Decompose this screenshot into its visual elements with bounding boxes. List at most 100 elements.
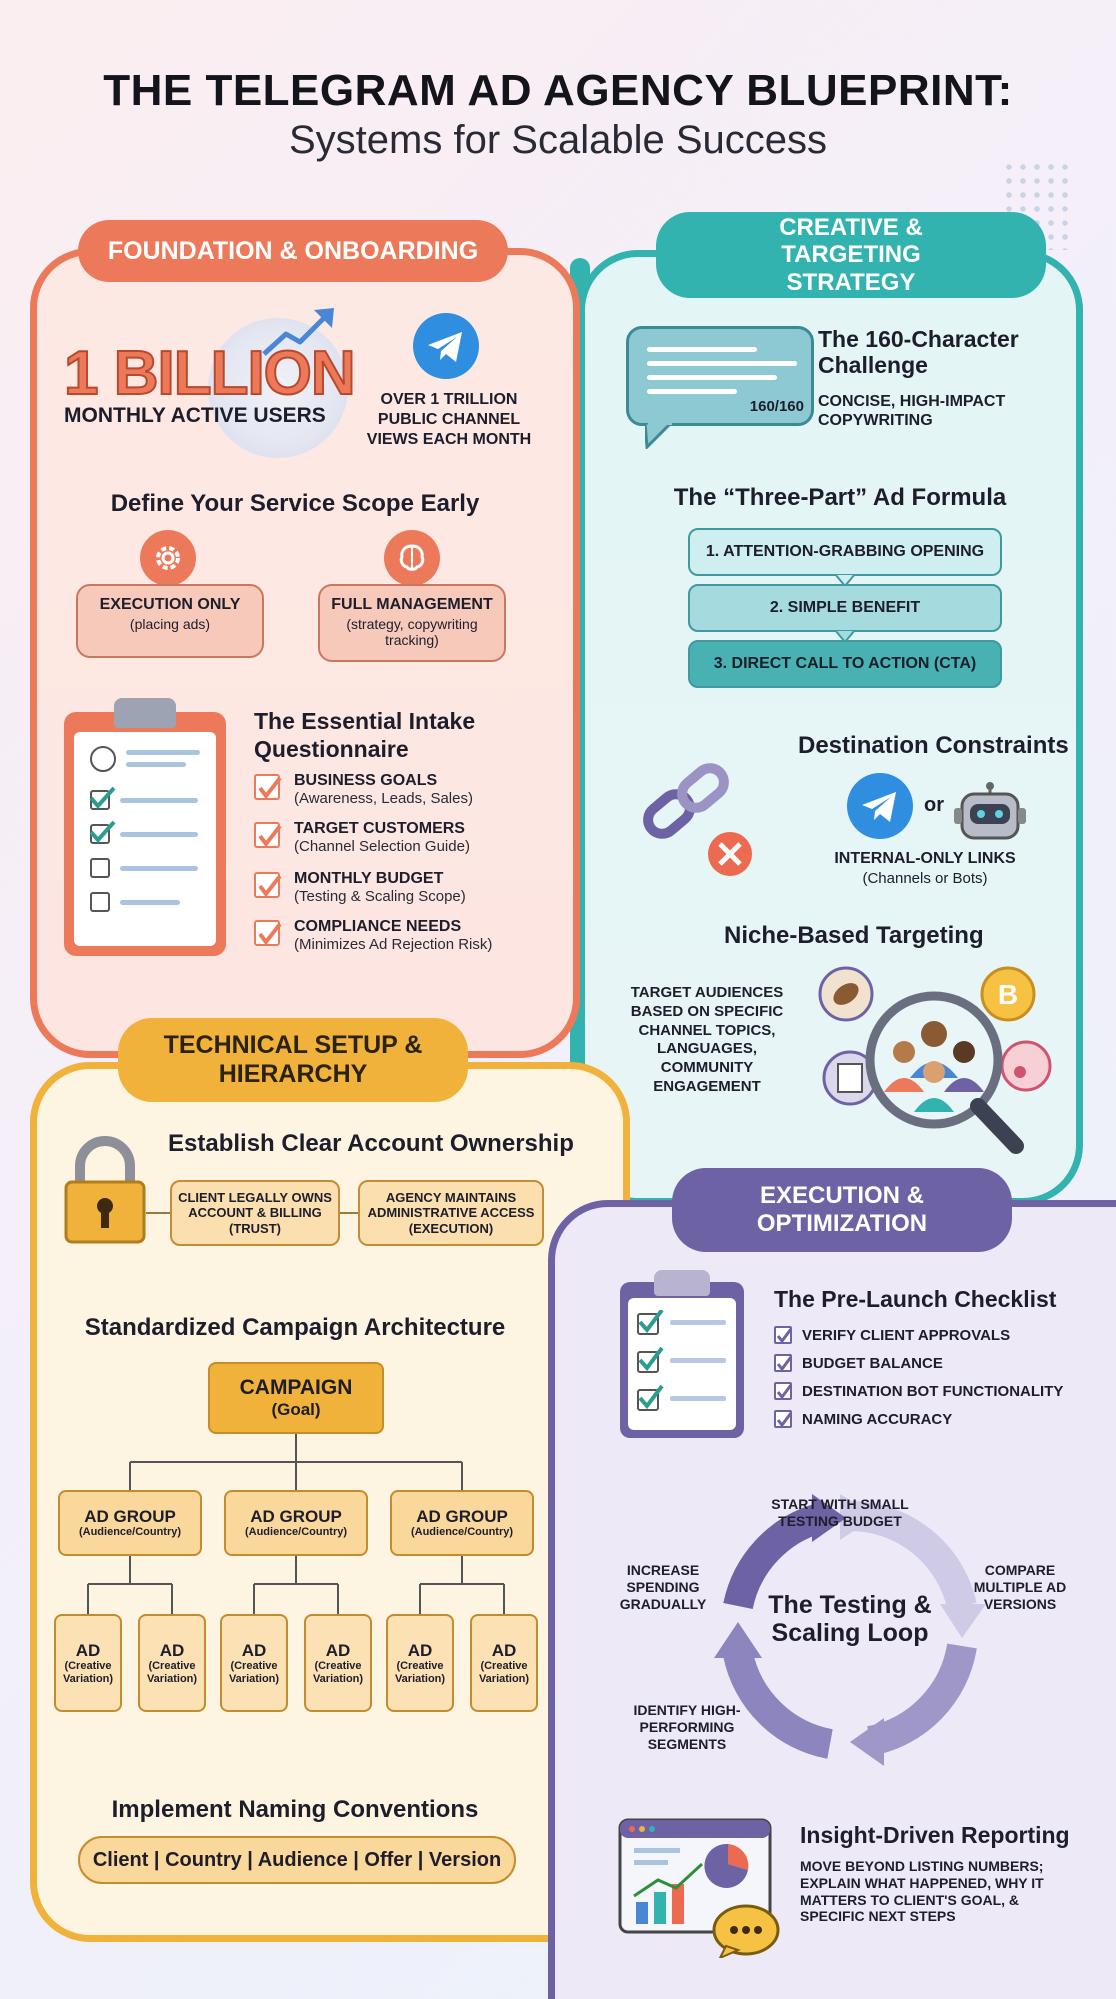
node-title: AD: [159, 1640, 185, 1660]
scope-option-sub: (strategy, copywriting tracking): [346, 616, 478, 648]
foundation-pill: FOUNDATION & ONBOARDING: [78, 220, 508, 282]
connector-line: [146, 1212, 172, 1214]
node-sub: (Audience/Country): [78, 1526, 182, 1539]
challenge-title: The 160-Character Challenge: [818, 326, 1019, 379]
loop-step: IDENTIFY HIGH-PERFORMING SEGMENTS: [633, 1702, 741, 1752]
loop-step: START WITH SMALL TESTING BUDGET: [771, 1496, 909, 1529]
intake-item-sub: (Minimizes Ad Rejection Risk): [294, 936, 493, 953]
loop-title: The Testing & Scaling Loop: [768, 1591, 932, 1647]
technical-pill: TECHNICAL SETUP & HIERARCHY: [118, 1018, 468, 1102]
formula-title: The “Three-Part” Ad Formula: [673, 484, 1007, 511]
creative-pill: CREATIVE & TARGETING STRATEGY: [656, 212, 1046, 298]
ad-node: AD(Creative Variation): [220, 1614, 288, 1712]
ad-group-node: AD GROUP (Audience/Country): [58, 1490, 202, 1556]
prelaunch-item-label: DESTINATION BOT FUNCTIONALITY: [802, 1383, 1064, 1400]
scope-option-title: FULL MANAGEMENT: [331, 596, 493, 613]
architecture-title: Standardized Campaign Architecture: [84, 1314, 506, 1341]
stat-number: 1 BILLION: [63, 338, 357, 409]
prelaunch-item: BUDGET BALANCE: [774, 1354, 943, 1372]
node-sub: (Creative Variation): [228, 1660, 280, 1685]
page-subtitle: Systems for Scalable Success: [289, 118, 827, 162]
ad-node: AD(Creative Variation): [54, 1614, 122, 1712]
page-title: THE TELEGRAM AD AGENCY BLUEPRINT:: [103, 66, 1013, 115]
internal-links-sub: (Channels or Bots): [862, 870, 988, 887]
node-sub: (Audience/Country): [410, 1526, 514, 1539]
destination-title: Destination Constraints: [798, 732, 1069, 759]
intake-title: The Essential Intake Questionnaire: [254, 708, 476, 762]
creative-pill-label: CREATIVE & TARGETING STRATEGY: [779, 213, 923, 296]
trend-arrow-icon: [262, 308, 334, 356]
campaign-node: CAMPAIGN (Goal): [208, 1362, 384, 1434]
node-sub: (Creative Variation): [146, 1660, 198, 1685]
formula-arrow: [835, 574, 855, 586]
prelaunch-title: The Pre-Launch Checklist: [774, 1286, 1057, 1312]
magnifier-audience-icon: B: [818, 966, 1052, 1154]
node-sub: (Audience/Country): [244, 1526, 348, 1539]
naming-title: Implement Naming Conventions: [111, 1796, 479, 1823]
brain-icon: [384, 530, 440, 586]
intake-item-title: MONTHLY BUDGET: [294, 870, 444, 887]
formula-step: 1. ATTENTION-GRABBING OPENING: [688, 528, 1002, 576]
scope-option-sub: (placing ads): [129, 616, 211, 632]
padlock-icon: [64, 1136, 146, 1244]
stat-label: MONTHLY ACTIVE USERS: [64, 404, 326, 427]
node-title: AD: [491, 1640, 517, 1660]
telegram-icon: [413, 313, 479, 379]
views-stat: OVER 1 TRILLION PUBLIC CHANNEL VIEWS EAC…: [366, 391, 532, 448]
cycle-arrows-icon: [714, 1494, 986, 1766]
node-title: AD GROUP: [250, 1506, 342, 1526]
svg-text:B: B: [998, 979, 1018, 1010]
formula-arrow: [835, 630, 855, 642]
intake-item-title: COMPLIANCE NEEDS: [294, 918, 462, 935]
connector-line: [340, 1212, 358, 1214]
node-title: AD: [241, 1640, 267, 1660]
report-desc: MOVE BEYOND LISTING NUMBERS; EXPLAIN WHA…: [800, 1858, 1044, 1925]
loop-step: COMPARE MULTIPLE AD VERSIONS: [973, 1562, 1067, 1612]
node-title: AD GROUP: [84, 1506, 176, 1526]
intake-item-sub: (Channel Selection Guide): [294, 838, 470, 855]
report-title: Insight-Driven Reporting: [800, 1822, 1070, 1848]
ad-node: AD(Creative Variation): [304, 1614, 372, 1712]
broken-link-icon: [643, 763, 752, 876]
node-sub: (Creative Variation): [478, 1660, 530, 1685]
node-title: CAMPAIGN: [239, 1376, 353, 1400]
internal-links-title: INTERNAL-ONLY LINKS: [834, 850, 1016, 867]
scope-execution-only: EXECUTION ONLY (placing ads): [76, 584, 264, 658]
clipboard-icon: [64, 698, 226, 956]
clipboard-icon: [620, 1270, 744, 1438]
technical-pill-label: TECHNICAL SETUP & HIERARCHY: [163, 1031, 423, 1088]
node-sub: (Creative Variation): [312, 1660, 364, 1685]
scope-title: Define Your Service Scope Early: [110, 490, 480, 517]
chat-bubble-icon: [626, 326, 814, 449]
node-title: AD: [325, 1640, 351, 1660]
node-title: AD GROUP: [416, 1506, 508, 1526]
loop-step: INCREASE SPENDING GRADUALLY: [619, 1562, 707, 1612]
node-sub: (Creative Variation): [394, 1660, 446, 1685]
niche-title: Niche-Based Targeting: [724, 922, 984, 949]
node-sub: (Goal): [271, 1400, 321, 1420]
intake-item-sub: (Testing & Scaling Scope): [294, 888, 466, 905]
or-label: or: [924, 794, 944, 816]
execution-pill: EXECUTION & OPTIMIZATION: [672, 1168, 1012, 1252]
ownership-title: Establish Clear Account Ownership: [168, 1130, 574, 1157]
ad-group-node: AD GROUP (Audience/Country): [390, 1490, 534, 1556]
node-title: AD: [75, 1640, 101, 1660]
ad-node: AD(Creative Variation): [138, 1614, 206, 1712]
ad-node: AD(Creative Variation): [386, 1614, 454, 1712]
telegram-icon: [847, 773, 913, 839]
node-sub: (Creative Variation): [62, 1660, 114, 1685]
prelaunch-item-label: VERIFY CLIENT APPROVALS: [802, 1327, 1011, 1344]
execution-pill-label: EXECUTION & OPTIMIZATION: [756, 1182, 928, 1237]
bot-icon: [954, 782, 1026, 840]
prelaunch-item: DESTINATION BOT FUNCTIONALITY: [774, 1382, 1063, 1400]
scope-full-management: FULL MANAGEMENT (strategy, copywriting t…: [318, 584, 506, 662]
character-count: 160/160: [749, 398, 804, 415]
gear-icon: [140, 530, 196, 586]
ad-group-node: AD GROUP (Audience/Country): [224, 1490, 368, 1556]
prelaunch-item: VERIFY CLIENT APPROVALS: [774, 1326, 1010, 1344]
ad-node: AD(Creative Variation): [470, 1614, 538, 1712]
naming-convention: Client | Country | Audience | Offer | Ve…: [78, 1836, 516, 1884]
prelaunch-item-label: BUDGET BALANCE: [802, 1355, 943, 1372]
formula-step: 3. DIRECT CALL TO ACTION (CTA): [688, 640, 1002, 688]
intake-item-title: BUSINESS GOALS: [294, 772, 438, 789]
